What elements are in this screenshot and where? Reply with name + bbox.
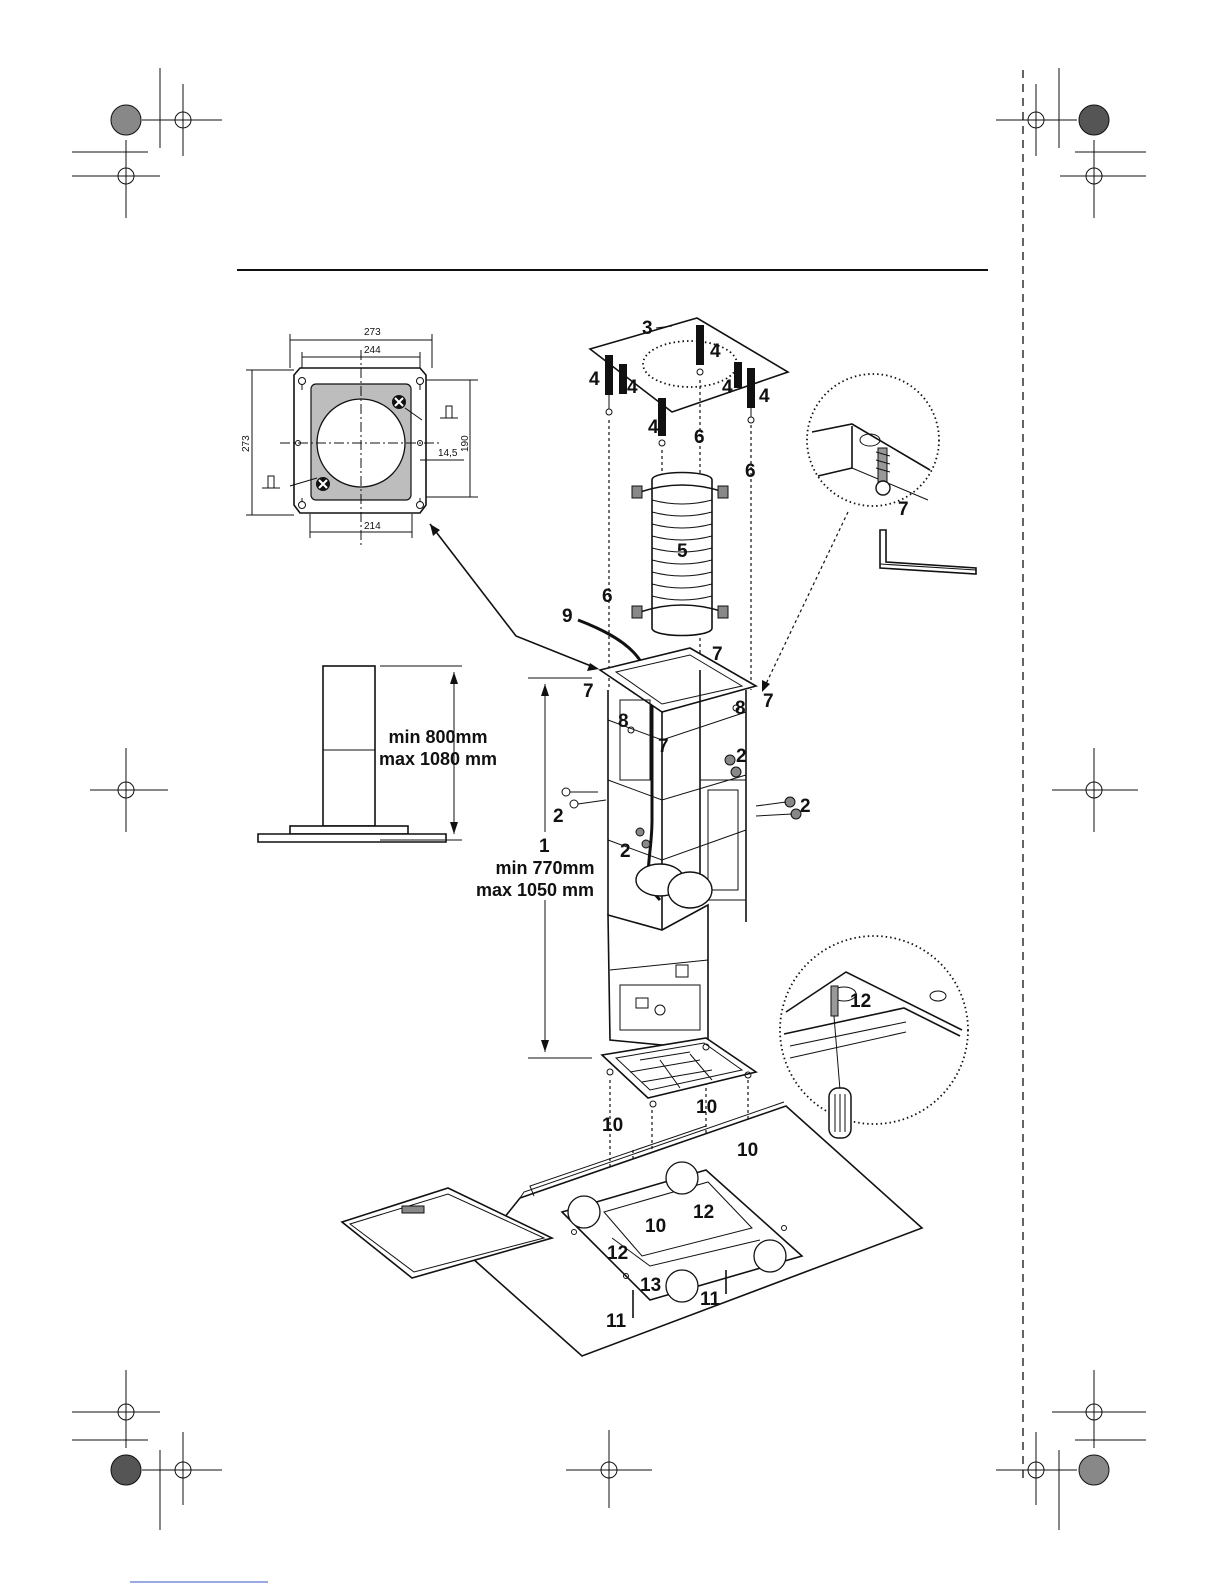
label-4: 4 (710, 341, 721, 362)
dim-offset: 14,5 (438, 448, 458, 459)
label-8: 8 (618, 711, 629, 732)
label-10: 10 (696, 1097, 717, 1118)
screw-icon (642, 840, 650, 848)
screwdriver-icon (829, 1088, 851, 1138)
radial-target-icon (111, 1455, 141, 1485)
side-min-height: min 800mm (388, 727, 487, 747)
screw-icon (725, 755, 735, 765)
label-6: 6 (745, 461, 756, 482)
wall-plug-icon (696, 325, 704, 375)
label-7: 7 (658, 736, 669, 757)
radial-target-icon (111, 105, 141, 135)
wall-plug-icon (619, 364, 627, 394)
crop-mark-icon (996, 68, 1146, 218)
label-11: 11 (606, 1311, 627, 1332)
dim-outer-width: 273 (364, 327, 381, 338)
side-max-height: max 1080 mm (379, 749, 497, 769)
hood-canopy (472, 1102, 922, 1356)
crop-mark-icon (566, 1430, 652, 1508)
screw-icon (636, 828, 644, 836)
label-10: 10 (737, 1140, 758, 1161)
wall-plug-icon (734, 362, 742, 388)
plate-to-frame-arrow (430, 524, 599, 671)
screw-icon (607, 1069, 613, 1075)
screw-icon (731, 767, 741, 777)
label-4: 4 (627, 377, 638, 398)
dim-inner-width: 244 (364, 345, 381, 356)
crop-mark-icon (996, 1370, 1146, 1530)
label-3: 3 (642, 318, 653, 339)
label-4: 4 (759, 386, 770, 407)
screw-icon (562, 788, 598, 796)
dim-hole-spacing: 190 (460, 435, 471, 452)
side-view-drawing: min 800mm max 1080 mm (258, 666, 497, 842)
label-13: 13 (640, 1275, 661, 1296)
label-2: 2 (620, 841, 631, 862)
label-10: 10 (602, 1115, 623, 1136)
label-2: 2 (736, 746, 747, 767)
wall-plug-icon (747, 368, 755, 423)
label-6: 6 (602, 586, 613, 607)
label-12: 12 (850, 991, 871, 1012)
frame-max-height: max 1050 mm (476, 880, 594, 900)
screw-icon (628, 727, 634, 733)
anchor-symbol-icon (262, 476, 280, 488)
screw-icon (756, 797, 795, 807)
label-12: 12 (693, 1202, 714, 1223)
registration-marks (72, 68, 1146, 1582)
crop-mark-icon (72, 68, 222, 218)
label-8: 8 (735, 698, 746, 719)
anchor-symbol-icon (440, 406, 458, 418)
frame-min-height: min 770mm (495, 858, 594, 878)
label-10: 10 (645, 1216, 666, 1237)
radial-target-icon (1079, 1455, 1109, 1485)
screw-icon (756, 809, 801, 819)
dim-bottom-width: 214 (364, 521, 381, 532)
label-7: 7 (898, 499, 909, 520)
label-7: 7 (712, 644, 723, 665)
label-4: 4 (648, 417, 659, 438)
label-12: 12 (607, 1243, 628, 1264)
label-2: 2 (800, 796, 811, 817)
label-4: 4 (589, 369, 600, 390)
allen-key-icon (880, 530, 976, 574)
mounting-plate-drawing: 273 244 273 190 14,5 214 (241, 327, 478, 545)
dim-outer-height: 273 (241, 435, 252, 452)
wall-plug-icon (658, 398, 666, 446)
label-11: 11 (700, 1289, 721, 1310)
detail-circle-screwdriver (780, 936, 968, 1124)
crop-mark-icon (90, 748, 168, 832)
label-7: 7 (583, 681, 594, 702)
label-2: 2 (553, 806, 564, 827)
label-1: 1 (539, 836, 550, 857)
detail-circle-bracket (807, 374, 939, 506)
label-9: 9 (562, 606, 573, 627)
crop-mark-icon (1052, 748, 1138, 832)
crop-mark-icon (72, 1370, 222, 1530)
screw-icon (650, 1101, 656, 1107)
screw-icon (570, 800, 606, 808)
wall-plug-icon (605, 355, 613, 415)
label-7: 7 (763, 691, 774, 712)
label-4: 4 (722, 377, 733, 398)
radial-target-icon (1079, 105, 1109, 135)
label-5: 5 (677, 541, 688, 562)
label-6: 6 (694, 427, 705, 448)
